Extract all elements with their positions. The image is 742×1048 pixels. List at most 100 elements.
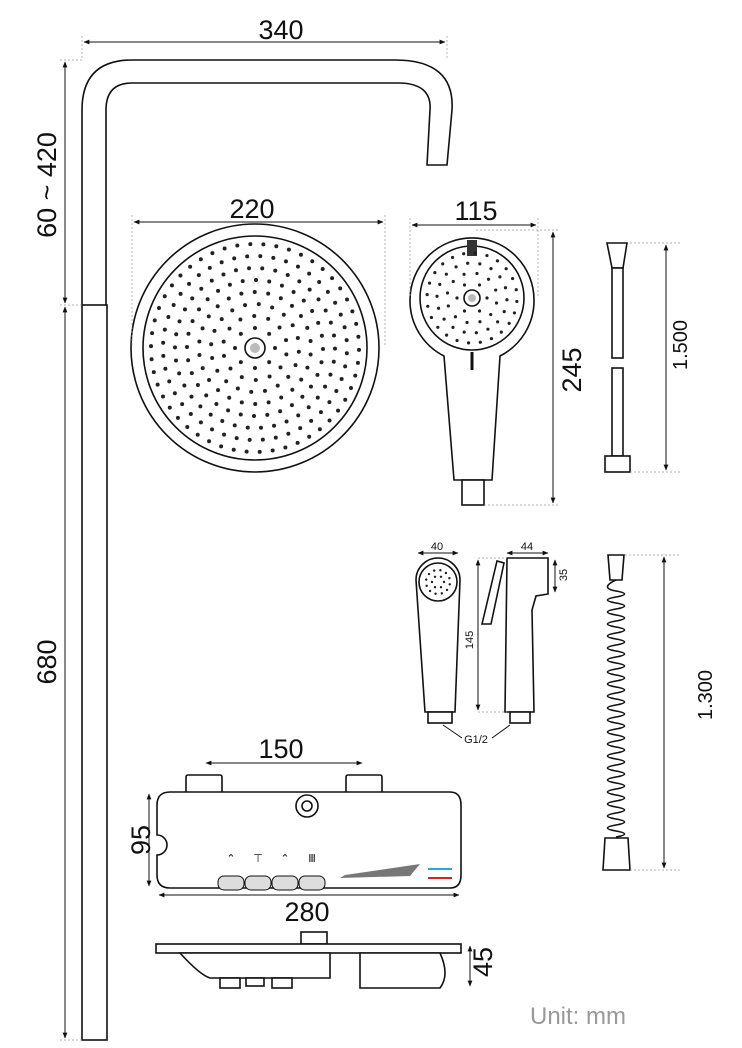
rain-shower-head bbox=[130, 215, 386, 473]
nozzle-dot bbox=[240, 279, 245, 284]
nozzle-dot bbox=[338, 312, 343, 317]
nozzle-dot bbox=[295, 336, 300, 341]
nozzle-dot bbox=[441, 262, 445, 266]
nozzle-dot bbox=[298, 313, 303, 318]
nozzle-dot bbox=[221, 272, 226, 277]
nozzle-dot bbox=[226, 408, 231, 413]
nozzle-dot bbox=[308, 339, 313, 344]
nozzle-dot bbox=[445, 588, 449, 592]
nozzle-dot bbox=[466, 261, 470, 265]
nozzle-dot bbox=[310, 259, 315, 264]
nozzle-dot bbox=[286, 431, 291, 436]
bidet-head-label: 35 bbox=[558, 569, 570, 581]
nozzle-dot bbox=[504, 267, 508, 271]
nozzle-dot bbox=[238, 360, 243, 365]
nozzle-dot bbox=[328, 372, 333, 377]
nozzle-dot bbox=[316, 320, 321, 325]
nozzle-dot bbox=[316, 297, 321, 302]
nozzle-dot bbox=[439, 569, 442, 572]
arm-width-label: 340 bbox=[258, 15, 303, 45]
nozzle-dot bbox=[253, 278, 258, 283]
nozzle-dot bbox=[325, 289, 330, 294]
nozzle-dot bbox=[278, 296, 283, 301]
nozzle-dot bbox=[227, 282, 232, 287]
nozzle-dot bbox=[234, 436, 239, 441]
nozzle-dot bbox=[305, 325, 310, 330]
nozzle-dot bbox=[306, 405, 311, 410]
nozzle-dot bbox=[182, 383, 187, 388]
nozzle-dot bbox=[295, 440, 300, 445]
nozzle-dot bbox=[477, 309, 482, 313]
nozzle-dot bbox=[208, 412, 213, 417]
nozzle-dot bbox=[290, 323, 295, 328]
nozzle-dot bbox=[197, 339, 202, 344]
nozzle-dot bbox=[253, 326, 257, 330]
nozzle-dot bbox=[453, 315, 458, 319]
bidet-thread-label: G1/2 bbox=[464, 734, 488, 746]
nozzle-dot bbox=[271, 255, 276, 260]
nozzle-dot bbox=[215, 304, 220, 309]
nozzle-dot bbox=[286, 374, 291, 379]
nozzle-dot bbox=[307, 434, 312, 439]
nozzle-dot bbox=[435, 294, 439, 298]
nozzle-dot bbox=[279, 395, 284, 400]
hand-shower bbox=[409, 218, 560, 506]
nozzle-dot bbox=[155, 382, 160, 387]
nozzle-dot bbox=[180, 402, 185, 407]
nozzle-dot bbox=[227, 395, 232, 400]
nozzle-dot bbox=[207, 439, 212, 444]
nozzle-dot bbox=[286, 247, 291, 252]
nozzle-dot bbox=[267, 374, 272, 379]
nozzle-dot bbox=[342, 325, 347, 330]
nozzle-dot bbox=[320, 267, 325, 272]
nozzle-dot bbox=[248, 242, 253, 247]
nozzle-dot bbox=[445, 291, 450, 295]
nozzle-dot bbox=[296, 413, 301, 418]
nozzle-dot bbox=[172, 391, 177, 396]
nozzle-dot bbox=[169, 283, 174, 288]
nozzle-dot bbox=[343, 397, 348, 402]
nozzle-dot bbox=[265, 412, 270, 417]
nozzle-dot bbox=[178, 273, 183, 278]
thermostatic-mixer: ⌃ ⊤ ⌃ Ⅲ bbox=[146, 760, 462, 898]
nozzle-dot bbox=[215, 368, 220, 373]
nozzle-dot bbox=[289, 403, 294, 408]
nozzle-dot bbox=[494, 301, 499, 305]
shower-riser bbox=[60, 36, 453, 1041]
nozzle-dot bbox=[205, 297, 210, 302]
nozzle-dot bbox=[258, 425, 263, 430]
nozzle-dot bbox=[462, 283, 467, 287]
nozzle-dot bbox=[323, 308, 328, 313]
nozzle-dot bbox=[273, 346, 277, 350]
nozzle-dot bbox=[328, 320, 333, 325]
nozzle-dot bbox=[489, 312, 493, 317]
nozzle-dot bbox=[207, 265, 212, 270]
nozzle-dot bbox=[450, 255, 455, 260]
nozzle-dot bbox=[227, 326, 232, 331]
nozzle-dot bbox=[267, 331, 272, 336]
nozzle-dot bbox=[297, 279, 302, 284]
nozzle-dot bbox=[279, 283, 284, 288]
bidet-width-label: 40 bbox=[431, 541, 443, 553]
nozzle-dot bbox=[486, 277, 491, 281]
nozzle-dot bbox=[188, 411, 193, 416]
nozzle-dot bbox=[451, 325, 455, 329]
nozzle-dot bbox=[216, 388, 221, 393]
nozzle-dot bbox=[338, 286, 343, 291]
nozzle-dot bbox=[228, 366, 233, 371]
nozzle-dot bbox=[489, 267, 493, 271]
nozzle-dot bbox=[238, 317, 243, 322]
nozzle-dot bbox=[174, 332, 179, 337]
nozzle-dot bbox=[465, 320, 469, 325]
nozzle-dot bbox=[235, 386, 240, 391]
nozzle-dot bbox=[339, 376, 344, 381]
nozzle-dot bbox=[317, 427, 322, 432]
nozzle-dot bbox=[222, 246, 227, 251]
nozzle-dot bbox=[301, 298, 306, 303]
nozzle-dot bbox=[273, 435, 278, 440]
nozzle-dot bbox=[247, 266, 252, 271]
nozzle-dot bbox=[190, 319, 195, 324]
nozzle-dot bbox=[427, 281, 432, 285]
nozzle-dot bbox=[327, 418, 332, 423]
nozzle-dot bbox=[438, 282, 442, 286]
